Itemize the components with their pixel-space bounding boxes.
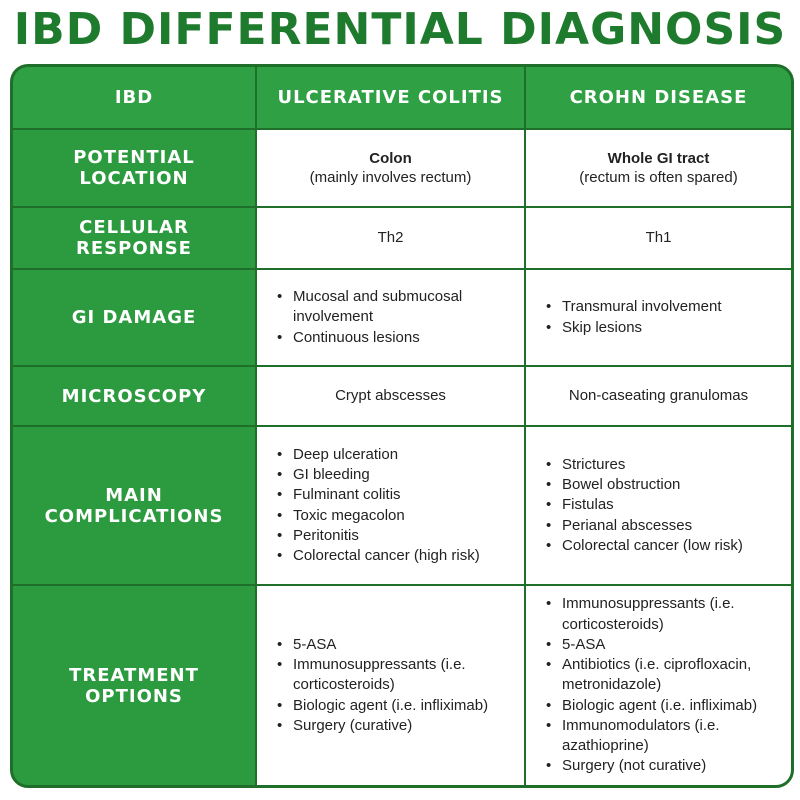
list-item: Surgery (curative) (277, 716, 509, 737)
list-item: 5-ASA (546, 635, 788, 656)
list-item: Antibiotics (i.e. ciprofloxacin, metroni… (546, 655, 788, 696)
list-item: Bowel obstruction (546, 475, 743, 496)
uc-treatment: 5-ASA Immunosuppressants (i.e. corticost… (257, 586, 524, 785)
list-item: Toxic megacolon (277, 506, 480, 527)
list-item: 5-ASA (277, 635, 509, 656)
uc-damage: Mucosal and submucosal involvement Conti… (257, 270, 524, 365)
uc-cellular: Th2 (257, 208, 524, 268)
list-item: GI bleeding (277, 465, 480, 486)
cd-damage: Transmural involvement Skip lesions (526, 270, 791, 365)
row-label-damage: GI DAMAGE (13, 270, 255, 365)
list-item: Surgery (not curative) (546, 756, 788, 777)
list-item: Immunosuppressants (i.e. corticosteroids… (277, 655, 509, 696)
uc-complications-list: Deep ulceration GI bleeding Fulminant co… (275, 445, 480, 567)
uc-treatment-list: 5-ASA Immunosuppressants (i.e. corticost… (275, 635, 509, 737)
cd-complications: Strictures Bowel obstruction Fistulas Pe… (526, 427, 791, 584)
list-item: Skip lesions (546, 318, 722, 339)
uc-microscopy: Crypt abscesses (257, 367, 524, 425)
header-crohn-disease: CROHN DISEASE (526, 67, 791, 128)
uc-location-main: Colon (369, 149, 412, 167)
row-label-cellular: CELLULAR RESPONSE (13, 208, 255, 268)
uc-damage-list: Mucosal and submucosal involvement Conti… (275, 287, 524, 348)
list-item: Transmural involvement (546, 297, 721, 318)
cd-microscopy: Non-caseating granulomas (526, 367, 791, 425)
uc-location-sub: (mainly involves rectum) (309, 169, 472, 186)
row-label-microscopy: MICROSCOPY (13, 367, 255, 425)
list-item: Continuous lesions (277, 328, 524, 349)
cd-cellular: Th1 (526, 208, 791, 268)
list-item: Deep ulceration (277, 445, 480, 466)
uc-location: Colon (mainly involves rectum) (257, 130, 524, 206)
row-label-location: POTENTIAL LOCATION (13, 130, 255, 206)
cd-location-main: Whole GI tract (607, 149, 710, 167)
page-title: IBD DIFFERENTIAL DIAGNOSIS (13, 4, 787, 55)
list-item: Immunosuppressants (i.e. corticosteroids… (546, 594, 788, 635)
cd-complications-list: Strictures Bowel obstruction Fistulas Pe… (544, 455, 743, 557)
list-item: Fulminant colitis (277, 485, 480, 506)
cd-damage-list: Transmural involvement Skip lesions (544, 297, 722, 339)
list-item: Strictures (546, 455, 743, 476)
list-item: Colorectal cancer (high risk) (277, 546, 480, 567)
list-item: Perianal abscesses (546, 516, 743, 537)
header-ulcerative-colitis: ULCERATIVE COLITIS (257, 67, 524, 128)
list-item: Colorectal cancer (low risk) (546, 536, 743, 557)
list-item: Biologic agent (i.e. infliximab) (546, 696, 788, 717)
list-item: Immunomodulators (i.e. azathioprine) (546, 716, 788, 757)
cd-treatment-list: Immunosuppressants (i.e. corticosteroids… (544, 594, 788, 777)
list-item: Mucosal and submucosal involvement (277, 287, 524, 328)
row-label-treatment: TREATMENT OPTIONS (13, 586, 255, 785)
header-ibd: IBD (13, 67, 255, 128)
list-item: Peritonitis (277, 526, 480, 547)
cd-location-sub: (rectum is often spared) (579, 169, 738, 186)
cd-location: Whole GI tract (rectum is often spared) (526, 130, 791, 206)
row-label-complications: MAIN COMPLICATIONS (13, 427, 255, 584)
list-item: Fistulas (546, 495, 743, 516)
list-item: Biologic agent (i.e. infliximab) (277, 696, 509, 717)
diagnosis-table: IBD ULCERATIVE COLITIS CROHN DISEASE POT… (10, 64, 794, 788)
uc-complications: Deep ulceration GI bleeding Fulminant co… (257, 427, 524, 584)
cd-treatment: Immunosuppressants (i.e. corticosteroids… (526, 586, 791, 785)
